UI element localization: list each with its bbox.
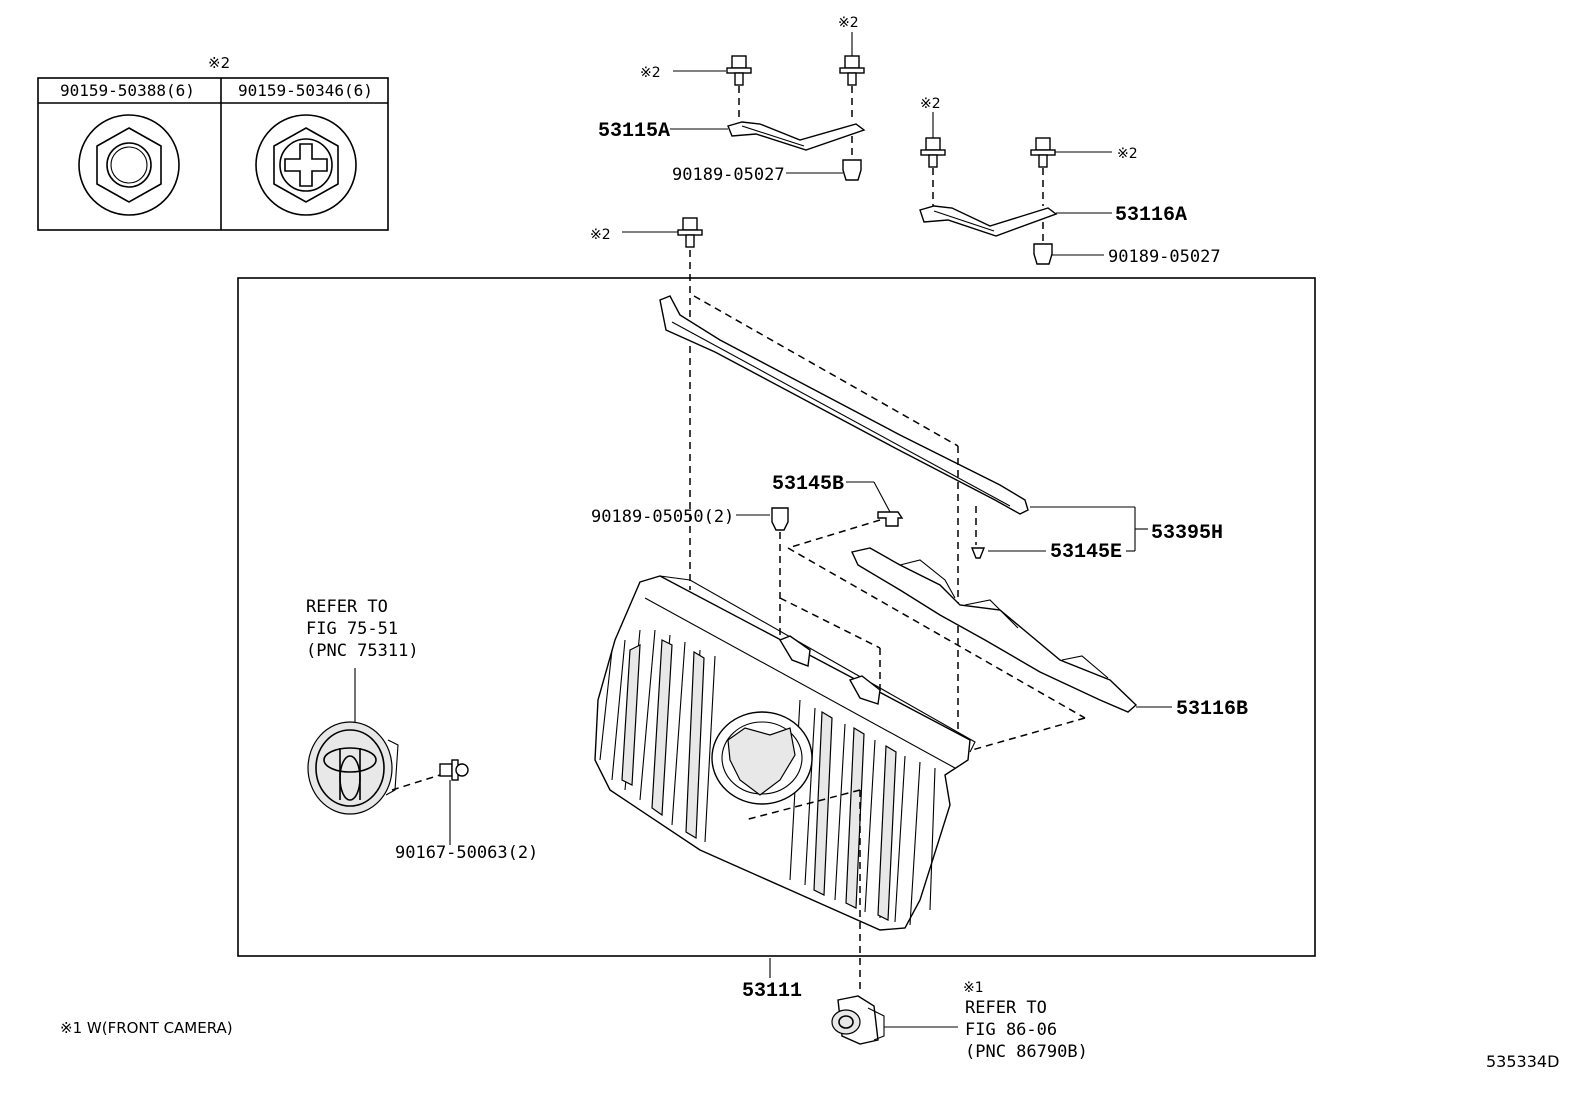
footnote: ※1 W(FRONT CAMERA) <box>60 1019 233 1037</box>
grille-molding <box>659 295 1029 748</box>
front-camera-group: ※1 REFER TO FIG 86-06 (PNC 86790B) <box>831 980 1088 1062</box>
marker-bolt-b-left: ※2 <box>920 96 941 112</box>
refer-emblem-line1: REFER TO <box>306 597 388 617</box>
table-note: ※2 <box>208 54 230 72</box>
label-90189-05027-b: 90189-05027 <box>1108 247 1221 267</box>
refer-emblem-line2: FIG 75-51 <box>306 619 398 639</box>
emblem-icon <box>307 721 393 815</box>
refer-camera-line3: (PNC 86790B) <box>965 1042 1088 1062</box>
marker-bolt-a-right: ※2 <box>838 15 859 31</box>
label-90167-50063: 90167-50063(2) <box>395 843 538 863</box>
flange-bolt-icon <box>1030 137 1056 168</box>
refer-camera-line2: FIG 86-06 <box>965 1020 1057 1040</box>
flange-bolt-icon <box>677 217 703 248</box>
assembly-frame <box>237 277 1316 957</box>
radiator-grille <box>594 575 976 990</box>
phillips-bolt-icon <box>255 114 357 216</box>
marker-camera: ※1 <box>963 980 984 996</box>
label-53116b: 53116B <box>1176 698 1248 721</box>
flange-bolt-icon <box>839 55 865 86</box>
top-bolt-group: ※2 <box>590 217 703 590</box>
flange-bolt-icon <box>920 137 946 168</box>
label-53395h: 53395H <box>1151 522 1223 545</box>
bracket-53115a-group: ※2 ※2 53115A 90189-05027 <box>598 15 866 185</box>
flange-bolt-icon <box>726 55 752 86</box>
bracket-53116a-group: ※2 ※2 53116A 90189-05027 <box>919 96 1221 267</box>
bracket-53395h: 53395H <box>1030 506 1223 552</box>
fastener-table: ※2 90159-50388(6) 90159-50346(6) <box>37 54 389 231</box>
table-col1-label: 90159-50388(6) <box>60 81 195 100</box>
marker-bolt-top: ※2 <box>590 227 611 243</box>
screw-icon <box>439 759 469 781</box>
hex-bolt-icon <box>78 114 180 216</box>
label-53115a: 53115A <box>598 120 670 143</box>
clip-group-53145b: 53145B 90189-05050(2) <box>591 473 1086 751</box>
emblem-assembly: REFER TO FIG 75-51 (PNC 75311) 90167-500… <box>306 597 538 863</box>
refer-camera-line1: REFER TO <box>965 998 1047 1018</box>
marker-bolt-b-right: ※2 <box>1117 146 1138 162</box>
label-90189-05027-a: 90189-05027 <box>672 165 785 185</box>
table-col2-label: 90159-50346(6) <box>238 81 373 100</box>
label-53116a: 53116A <box>1115 204 1187 227</box>
label-53111: 53111 <box>742 980 802 1003</box>
camera-icon <box>831 995 885 1045</box>
refer-emblem-line3: (PNC 75311) <box>306 641 419 661</box>
label-53145b: 53145B <box>772 473 844 496</box>
bracket-53116b: 53116B <box>851 547 1248 721</box>
label-90189-05050: 90189-05050(2) <box>591 507 734 527</box>
label-53145e: 53145E <box>1050 541 1122 564</box>
diagram-id: 535334D <box>1486 1052 1559 1071</box>
marker-bolt-a-left: ※2 <box>640 65 661 81</box>
clip-53145e: 53145E <box>970 541 1122 564</box>
